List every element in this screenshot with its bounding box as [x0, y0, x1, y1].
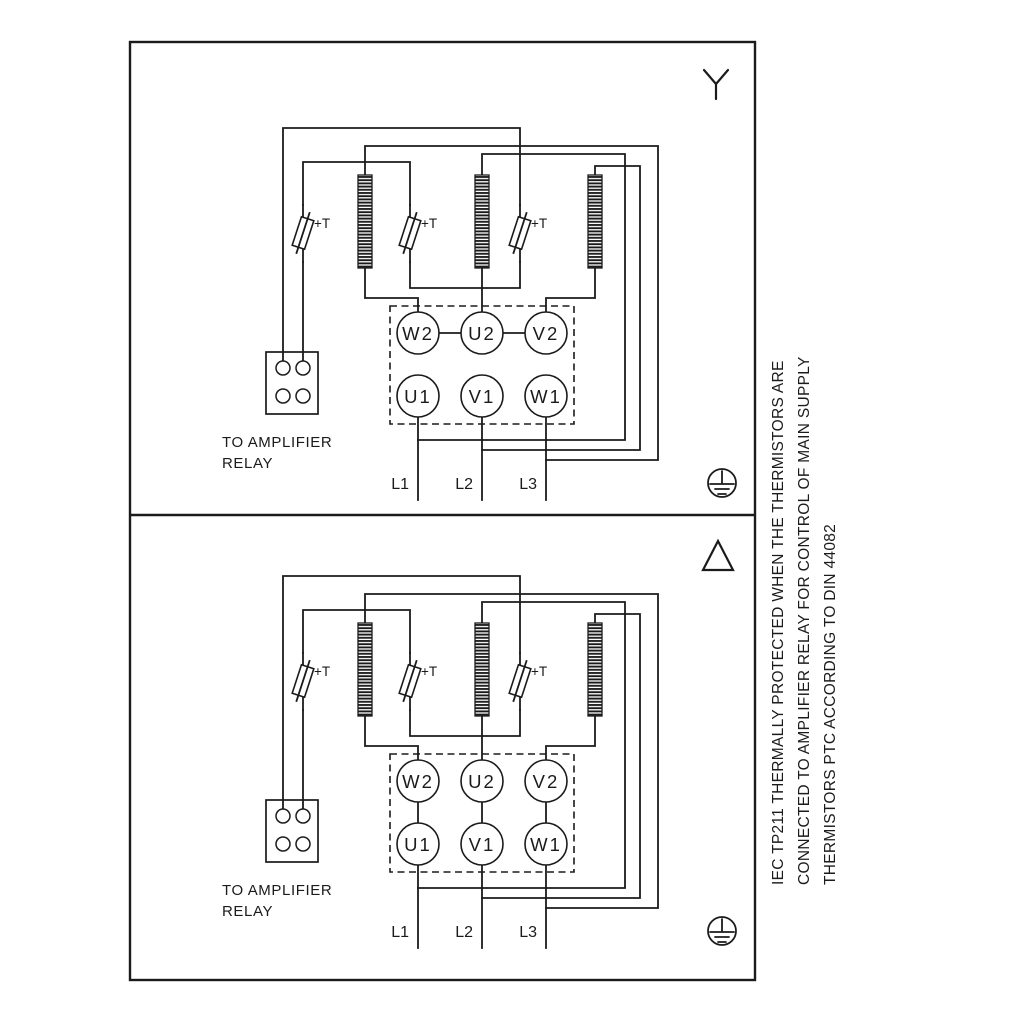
star-connection-icon — [702, 68, 730, 101]
terminal-u2 — [460, 759, 504, 803]
terminal-w2 — [396, 759, 440, 803]
delta-panel: +T +T +T W2 U2 V2 U1 — [222, 538, 737, 949]
relay-caption-line2: RELAY — [222, 903, 273, 920]
terminal-label-u1: U1 — [404, 834, 432, 855]
terminal-label-w2: W2 — [402, 771, 434, 792]
thermistor-1: +T — [291, 211, 330, 255]
thermistor-label: +T — [531, 664, 547, 679]
ground-icon — [707, 468, 737, 498]
winding-u — [474, 174, 490, 269]
winding-w — [357, 174, 373, 269]
terminal-v2 — [524, 759, 568, 803]
terminal-v1 — [460, 374, 504, 418]
terminal-u1 — [396, 374, 440, 418]
winding-loop-wires — [364, 593, 659, 909]
thermistor-circuit-wires — [282, 127, 521, 362]
thermistor-label: +T — [531, 216, 547, 231]
relay-caption-line2: RELAY — [222, 455, 273, 472]
motor-windings — [357, 622, 603, 717]
thermistor-label: +T — [421, 664, 437, 679]
supply-label-l3: L3 — [519, 476, 537, 493]
thermistor-2: +T — [398, 211, 437, 255]
terminal-label-u2: U2 — [468, 323, 496, 344]
star-panel: +T +T +T W2 U2 V2 U1 — [222, 68, 737, 501]
terminal-board: W2 U2 V2 U1 V1 W1 — [389, 753, 575, 873]
terminal-label-w1: W1 — [530, 386, 562, 407]
winding-v — [587, 622, 603, 717]
supply-label-l1: L1 — [391, 476, 409, 493]
thermistor-label: +T — [314, 216, 330, 231]
side-note-line3: THERMISTORS PTC ACCORDING TO DIN 44082 — [822, 524, 839, 885]
terminal-label-v2: V2 — [533, 323, 560, 344]
amplifier-relay-block — [265, 799, 319, 863]
supply-label-l3: L3 — [519, 924, 537, 941]
side-note-line2: CONNECTED TO AMPLIFIER RELAY FOR CONTROL… — [796, 356, 813, 885]
relay-caption-line1: TO AMPLIFIER — [222, 882, 332, 899]
thermistor-label: +T — [314, 664, 330, 679]
supply-label-l2: L2 — [455, 924, 473, 941]
supply-line-wires — [417, 416, 547, 501]
side-note-line1: IEC TP211 THERMALLY PROTECTED WHEN THE T… — [770, 360, 787, 885]
delta-connection-icon — [701, 538, 735, 572]
winding-u — [474, 622, 490, 717]
terminal-w1 — [524, 374, 568, 418]
terminal-board: W2 U2 V2 U1 V1 W1 — [389, 305, 575, 425]
diagram-frame — [128, 40, 757, 982]
thermistor-2: +T — [398, 659, 437, 703]
ground-icon — [707, 916, 737, 946]
terminal-label-u1: U1 — [404, 386, 432, 407]
winding-v — [587, 174, 603, 269]
winding-loop-wires — [364, 145, 659, 461]
winding-terminal-wires — [364, 267, 596, 314]
supply-label-l1: L1 — [391, 924, 409, 941]
terminal-w2 — [396, 311, 440, 355]
terminal-v1 — [460, 822, 504, 866]
terminal-label-v1: V1 — [469, 386, 496, 407]
terminal-v2 — [524, 311, 568, 355]
relay-terminals — [275, 360, 311, 404]
terminal-board-outline — [389, 753, 575, 873]
terminal-label-w1: W1 — [530, 834, 562, 855]
motor-windings — [357, 174, 603, 269]
terminal-label-w2: W2 — [402, 323, 434, 344]
terminal-u1 — [396, 822, 440, 866]
terminal-label-u2: U2 — [468, 771, 496, 792]
thermistor-1: +T — [291, 659, 330, 703]
amplifier-relay-block — [265, 351, 319, 415]
terminal-w1 — [524, 822, 568, 866]
side-note: IEC TP211 THERMALLY PROTECTED WHEN THE T… — [770, 356, 839, 885]
terminal-label-v1: V1 — [469, 834, 496, 855]
terminal-board-outline — [389, 305, 575, 425]
thermistor-circuit-wires — [282, 575, 521, 810]
terminal-label-v2: V2 — [533, 771, 560, 792]
relay-terminals — [275, 808, 311, 852]
terminal-u2 — [460, 311, 504, 355]
thermistor-label: +T — [421, 216, 437, 231]
supply-line-wires — [417, 864, 547, 949]
thermistor-3: +T — [508, 659, 547, 703]
supply-label-l2: L2 — [455, 476, 473, 493]
relay-caption-line1: TO AMPLIFIER — [222, 434, 332, 451]
winding-w — [357, 622, 373, 717]
winding-terminal-wires — [364, 715, 596, 762]
thermistor-3: +T — [508, 211, 547, 255]
